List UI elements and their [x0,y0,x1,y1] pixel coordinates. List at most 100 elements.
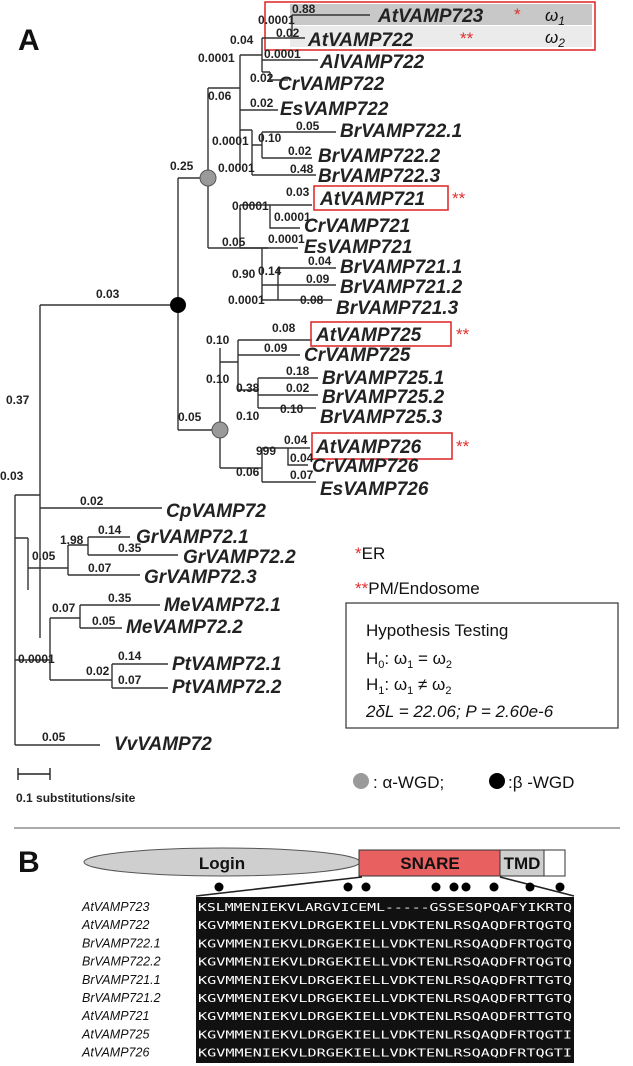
legend-pm: **PM/Endosome [355,579,480,598]
bl-br7211: 0.04 [308,254,332,268]
alignment-row-label: AtVAMP723 [81,900,149,914]
taxon-br7253: BrVAMP725.3 [320,407,443,428]
alignment-row-sequence: KGVMMENIEKVLDRGEKIELLVDKTENLRSQAQDFRTTGT… [198,1010,572,1023]
bl-vv72: 0.05 [42,730,66,744]
bl-n-alpha2: 0.05 [178,410,202,424]
alignment-row-label: BrVAMP721.2 [82,991,161,1005]
bl-n-at: 0.04 [230,33,254,47]
bl-n-es721: 0.05 [222,235,246,249]
panel-a-label: A [18,24,40,57]
bl-al722: 0.0001 [264,47,301,61]
taxon-pt722: PtVAMP72.2 [172,677,282,698]
bl-me722: 0.05 [92,614,116,628]
alpha-wgd-node-1 [199,169,217,187]
scale-label: 0.1 substitutions/site [16,791,136,805]
bl-n-725: 0.10 [206,333,230,347]
hypothesis-h0: H0: ω1 = ω2 [366,649,452,671]
taxon-br7221: BrVAMP722.1 [340,121,462,142]
bl-n-726b: 0.06 [236,465,260,479]
bl-n723-722: 0.0001 [258,13,295,27]
taxon-gr723: GrVAMP72.3 [144,567,257,588]
taxon-cp72: CpVAMP72 [166,501,266,522]
alpha-wgd-node-2 [211,421,229,439]
taxon-pt721: PtVAMP72.1 [172,654,281,675]
alignment-row-sequence: KGVMMENIEKVLDRGEKIELLVDKTENLRSQAQDFRTTGT… [198,974,572,987]
bl-pt722: 0.07 [118,673,142,687]
tmd-domain [499,849,545,877]
hypothesis-title: Hypothesis Testing [366,621,508,640]
bl-cr725: 0.09 [264,341,288,355]
bl-cp72: 0.02 [80,494,104,508]
zoom-lines [195,876,575,897]
alignment-block [196,897,574,1063]
taxon-gr721: GrVAMP72.1 [136,527,249,548]
bl-n-me: 0.07 [52,601,76,615]
variable-site-dots [214,882,565,892]
bl-n-br725: 0.38 [236,381,260,395]
c-terminus [543,849,566,877]
bl-br7253: 0.10 [280,402,304,416]
bl-n-beta: 0.03 [96,287,120,301]
bl-br7222: 0.02 [288,144,312,158]
taxon-me721: MeVAMP72.1 [164,595,281,616]
terminal-branch-labels: 0.88 0.02 0.0001 0.02 0.02 0.05 0.02 0.4… [42,2,332,744]
bl-n-br725b: 0.10 [236,409,260,423]
taxon-cr721: CrVAMP721 [304,216,410,237]
bl-n-br721c: 0.0001 [228,293,265,307]
omega-2: ω2 [545,28,565,50]
bl-at722: 0.02 [276,26,300,40]
alpha-wgd-legend-dot [353,773,369,789]
bl-n-gr2: 0.05 [32,549,56,563]
taxon-br7252: BrVAMP725.2 [322,387,445,408]
scale-bar [17,768,51,780]
bl-cr722: 0.02 [250,71,274,85]
taxon-br7223: BrVAMP722.3 [318,166,441,187]
at721-mark: ** [452,189,466,208]
alignment-row-sequence: KGVMMENIEKVLDRGEKIELLVDKTENLRSQAQDFRTQGT… [198,1047,572,1060]
at722-shade [290,26,592,47]
at726-box [311,432,453,460]
taxon-at726: AtVAMP726 [315,437,422,458]
bl-n-root: 0.37 [6,393,30,407]
bl-n-725b: 0.10 [206,372,230,386]
snare-label: SNARE [400,854,460,873]
taxon-br7222: BrVAMP722.2 [318,146,441,167]
hypothesis-h1: H1: ω1 ≠ ω2 [366,675,451,697]
at722-mark: ** [460,29,474,48]
taxon-cr722: CrVAMP722 [278,74,385,95]
internal-branch-labels: 0.0001 0.04 0.0001 0.06 0.0001 0.10 0.00… [0,13,295,678]
at723-mark: * [514,5,521,24]
alignment-row-sequence: KGVMMENIEKVLDRGEKIELLVDKTENLRSQAQDFRTQGT… [198,919,572,932]
bl-br7252: 0.02 [286,381,310,395]
bl-at723: 0.88 [292,2,316,16]
bl-n-pt: 0.0001 [18,652,55,666]
bl-br7251: 0.18 [286,364,310,378]
beta-wgd-legend-dot [489,773,505,789]
taxon-gr722: GrVAMP72.2 [183,547,296,568]
alignment-row-label: AtVAMP725 [81,1027,149,1041]
taxon-es722: EsVAMP722 [280,99,389,120]
alignment-row-label: AtVAMP726 [81,1046,149,1060]
bl-br7212: 0.09 [306,272,330,286]
taxon-vv72: VvVAMP72 [114,734,212,755]
bl-n-pt2: 0.02 [86,664,110,678]
bl-n-at721: 0.0001 [232,199,269,213]
at725-mark: ** [456,325,470,344]
bl-at725: 0.08 [272,321,296,335]
bl-n-br721b: 0.14 [258,264,282,278]
bl-es722: 0.02 [250,96,274,110]
taxon-labels: AtVAMP723 AtVAMP722 AlVAMP722 CrVAMP722 … [114,6,484,755]
alignment-row-label: BrVAMP721.1 [82,973,161,987]
taxon-es726: EsVAMP726 [320,479,429,500]
taxon-cr725: CrVAMP725 [304,345,411,366]
hypothesis-box [345,602,619,729]
omega-1: ω1 [545,6,565,28]
taxon-at722: AtVAMP722 [307,30,414,51]
taxon-at725: AtVAMP725 [315,325,422,346]
taxon-al722: AlVAMP722 [319,52,425,73]
panel-b-label: B [18,846,40,879]
bl-at726: 0.04 [284,433,308,447]
bl-br7223: 0.48 [290,162,314,176]
alignment-row-label: AtVAMP721 [81,1009,149,1023]
bl-n-es722: 0.0001 [212,134,249,148]
